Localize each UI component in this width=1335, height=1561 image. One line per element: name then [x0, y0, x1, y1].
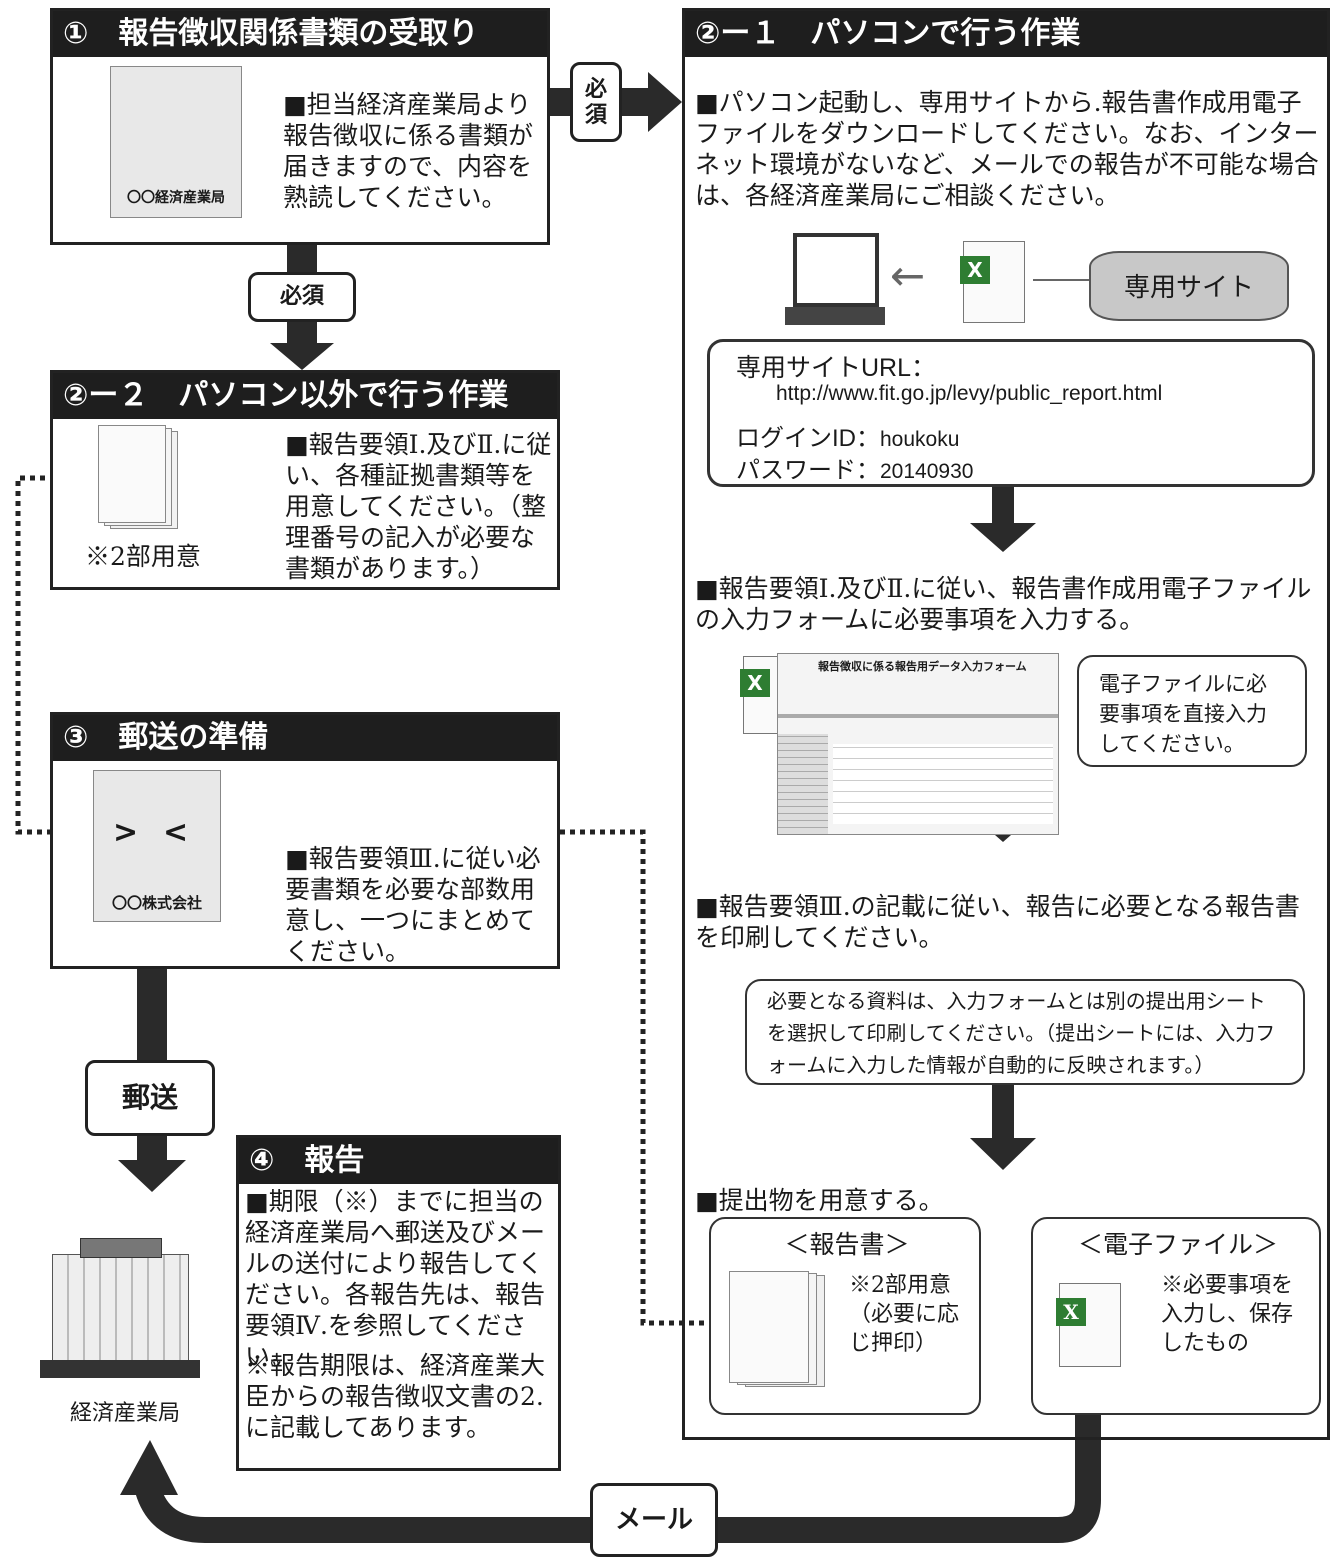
efile-heading: ＜電子ファイル＞: [1077, 1230, 1278, 1259]
step2-2-docs-note: ※2部用意: [85, 542, 201, 571]
documents-icon: [98, 425, 188, 535]
prepare-text: ■提出物を用意する。: [695, 1186, 944, 1215]
report-card: ＜報告書＞ ※2部用意（必要に応じ押印）: [709, 1217, 981, 1415]
site-cylinder-icon: 専用サイト: [1089, 251, 1289, 321]
excel-file-icon: X: [960, 241, 1025, 323]
url-heading: 専用サイトURL：: [736, 354, 937, 382]
login-id: houkoku: [880, 428, 960, 451]
report-heading: ＜報告書＞: [784, 1230, 910, 1259]
post-tag: 郵送: [85, 1060, 215, 1136]
excel-file-icon: X: [1056, 1283, 1121, 1367]
step1-title: ① 報告徴収関係書類の受取り: [53, 11, 547, 57]
form-title: 報告徴収に係る報告用データ入力フォーム: [818, 660, 1027, 673]
left-arrow-icon: ←: [890, 251, 926, 300]
envelope-label: 〇〇経済産業局: [127, 190, 225, 206]
step1-text: ■担当経済産業局より報告徴収に係る書類が届きますので、内容を熟読してください。: [283, 90, 534, 212]
envelope-icon: 〇〇株式会社: [93, 770, 221, 922]
password-value: 20140930: [880, 460, 974, 483]
step4-box: ④ 報告 ■期限（※）までに担当の経済産業局へ郵送及びメールの送付により報告して…: [236, 1135, 561, 1471]
print-instruction: ■報告要領Ⅲ.の記載に従い、報告に必要となる報告書を印刷してください。: [695, 892, 1300, 952]
building-icon: [40, 1232, 200, 1382]
step2-1-box: ②ー１ パソコンで行う作業 ■パソコン起動し、専用サイトから.報告書作成用電子フ…: [682, 8, 1330, 1440]
step2-1-title: ②ー１ パソコンで行う作業: [685, 11, 1327, 57]
envelope-icon: 〇〇経済産業局: [110, 66, 242, 218]
step4-title: ④ 報告: [239, 1138, 558, 1184]
url-box: 専用サイトURL： http://www.fit.go.jp/levy/publ…: [707, 339, 1315, 487]
step2-1-intro: ■パソコン起動し、専用サイトから.報告書作成用電子ファイルをダウンロードしてくだ…: [695, 88, 1319, 210]
step2-2-title: ②ー２ パソコン以外で行う作業: [53, 373, 557, 419]
arrow-in-left-icon: >: [113, 815, 139, 850]
step3-text: ■報告要領Ⅲ.に従い必要書類を必要な部数用意し、一つにまとめてください。: [285, 844, 541, 966]
documents-icon: [729, 1271, 829, 1391]
step4-text: ■期限（※）までに担当の経済産業局へ郵送及びメールの送付により報告してください。…: [245, 1187, 546, 1371]
building-label: 経済産業局: [70, 1401, 181, 1426]
input-note: 電子ファイルに必要事項を直接入力してください。: [1077, 655, 1307, 767]
efile-card: ＜電子ファイル＞ X ※必要事項を入力し、保存したもの: [1031, 1217, 1321, 1415]
print-note: 必要となる資料は、入力フォームとは別の提出用シートを選択して印刷してください。（…: [745, 979, 1305, 1085]
input-instruction: ■報告要領Ⅰ.及びⅡ.に従い、報告書作成用電子ファイルの入力フォームに必要事項を…: [695, 574, 1312, 634]
step1-box: ① 報告徴収関係書類の受取り 〇〇経済産業局 ■担当経済産業局より報告徴収に係る…: [50, 8, 550, 245]
required-tag-down: 必須: [248, 272, 356, 322]
step2-2-text: ■報告要領Ⅰ.及びⅡ.に従い、各種証拠書類等を用意してください。（整理番号の記入…: [285, 430, 552, 583]
site-label: 専用サイト: [1123, 273, 1254, 303]
password-row: パスワード：20140930: [736, 450, 973, 485]
connector-line: [1033, 279, 1089, 281]
url-text[interactable]: http://www.fit.go.jp/levy/public_report.…: [776, 382, 1163, 405]
email-tag: メール: [590, 1483, 718, 1557]
step3-box: ③ 郵送の準備 〇〇株式会社 > < ■報告要領Ⅲ.に従い必要書類を必要な部数用…: [50, 712, 560, 969]
login-row: ログインID：houkoku: [736, 418, 959, 453]
computer-icon: [785, 233, 885, 333]
password-label: パスワード：: [736, 457, 880, 484]
arrow-in-right-icon: <: [163, 815, 189, 850]
form-screenshot: 報告徴収に係る報告用データ入力フォーム: [777, 653, 1059, 835]
step4-note: ※報告期限は、経済産業大臣からの報告徴収文書の2.に記載してあります。: [245, 1351, 546, 1442]
login-label: ログインID：: [736, 425, 880, 452]
step2-2-box: ②ー２ パソコン以外で行う作業 ※2部用意 ■報告要領Ⅰ.及びⅡ.に従い、各種証…: [50, 370, 560, 590]
efile-note: ※必要事項を入力し、保存したもの: [1161, 1273, 1294, 1356]
envelope-label: 〇〇株式会社: [111, 894, 202, 912]
report-note: ※2部用意（必要に応じ押印）: [849, 1273, 960, 1356]
required-tag-right: 必 須: [570, 62, 622, 142]
step3-title: ③ 郵送の準備: [53, 715, 557, 761]
